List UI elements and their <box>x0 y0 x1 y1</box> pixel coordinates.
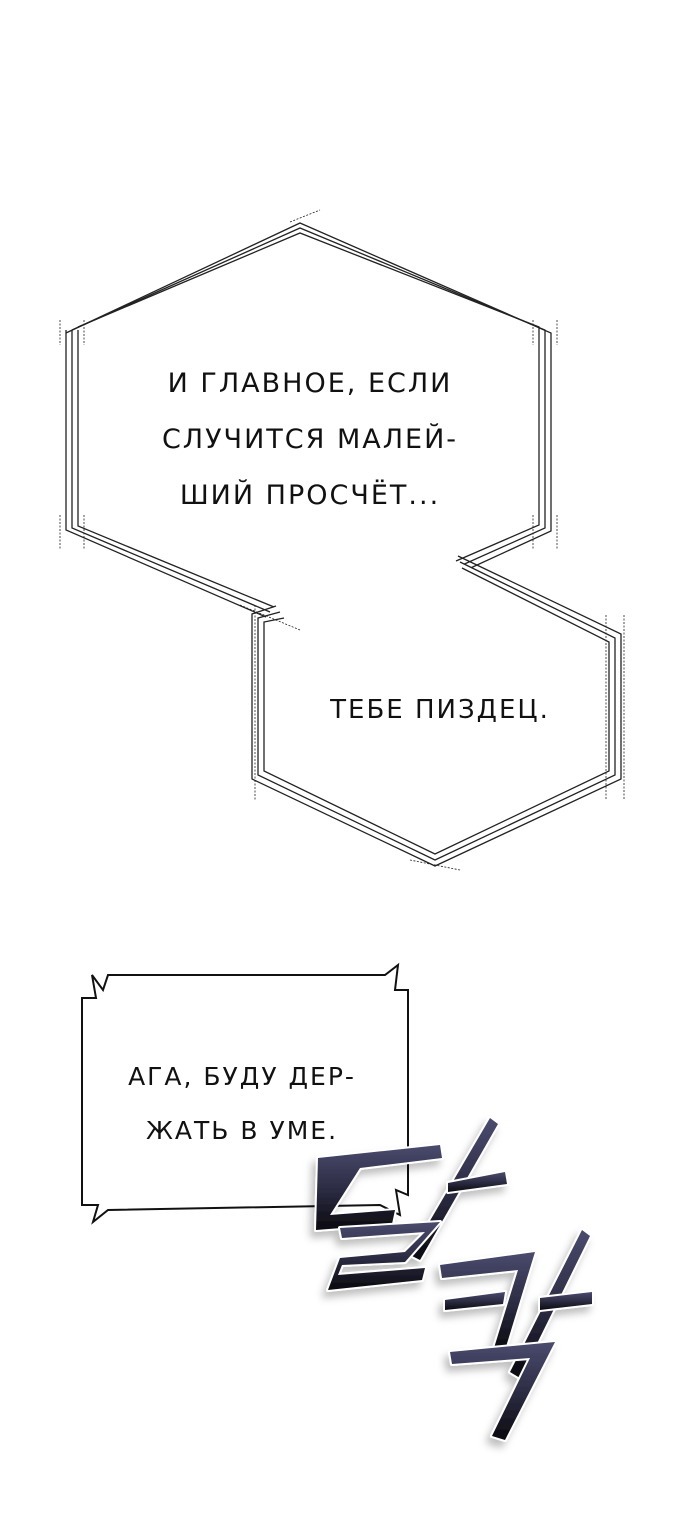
sfx-dalkak <box>314 1116 594 1442</box>
bubble-1-text: И ГЛАВНОЕ, ЕСЛИ СЛУЧИТСЯ МАЛЕЙ- ШИЙ ПРОС… <box>161 368 459 511</box>
bubble-3-text: АГА, БУДУ ДЕР- ЖАТЬ В УМЕ. <box>128 1062 356 1145</box>
hexagon-bubble-1 <box>59 209 558 618</box>
hexagon-bubble-2 <box>239 555 625 871</box>
bubble-2-text: ТЕБЕ ПИЗДЕЦ. <box>330 695 550 725</box>
